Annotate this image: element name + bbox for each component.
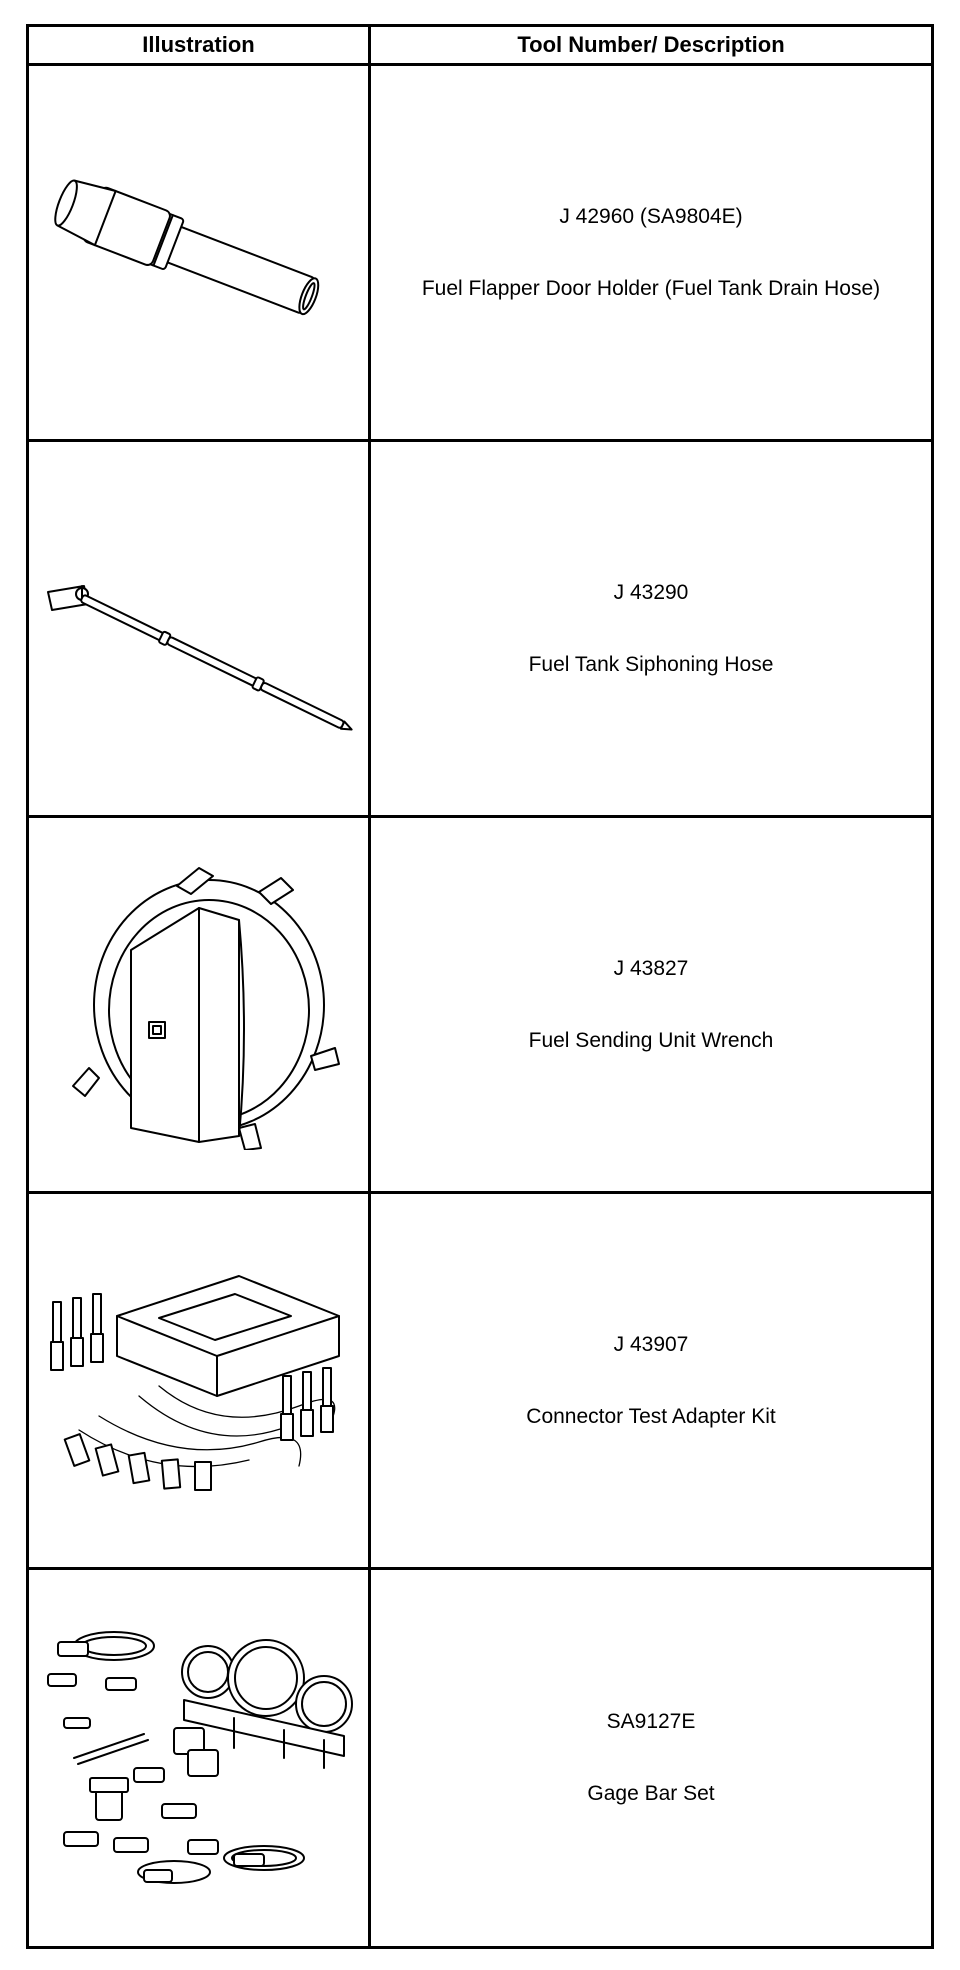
tool-description: Fuel Sending Unit Wrench [528,1028,774,1052]
tool-table: Illustration Tool Number/ Description J … [26,24,934,1949]
tool-number: J 43827 [613,956,689,980]
header-tool-description: Tool Number/ Description [371,27,931,66]
illustration-cell [29,442,371,818]
illustration-cell [29,66,371,442]
tool-number: J 43290 [613,580,689,604]
illustration-cell [29,1570,371,1946]
tool-description: Gage Bar Set [587,1782,715,1805]
header-illustration: Illustration [29,27,371,66]
test-adapter-kit-icon [49,1274,340,1491]
tool-description-cell: J 43290 Fuel Tank Siphoning Hose [371,442,931,818]
tool-number: J 42960 (SA9804E) [559,204,743,228]
tool-description: Fuel Flapper Door Holder (Fuel Tank Drai… [421,276,881,300]
tool-number: J 43907 [613,1332,689,1356]
illustration-cell [29,818,371,1194]
flapper-door-holder-icon [53,178,319,315]
tool-description-cell: SA9127E Gage Bar Set [371,1570,931,1946]
illustration-cell [29,1194,371,1570]
tool-description-cell: J 42960 (SA9804E) Fuel Flapper Door Hold… [371,66,931,442]
siphoning-hose-icon [46,584,353,731]
tool-number: SA9127E [606,1710,696,1733]
tool-description: Fuel Tank Siphoning Hose [528,652,774,676]
sending-unit-wrench-icon [71,866,340,1150]
tool-description-cell: J 43907 Connector Test Adapter Kit [371,1194,931,1570]
tool-description: Connector Test Adapter Kit [526,1404,776,1428]
gage-bar-set-icon [46,1631,353,1884]
tool-description-cell: J 43827 Fuel Sending Unit Wrench [371,818,931,1194]
